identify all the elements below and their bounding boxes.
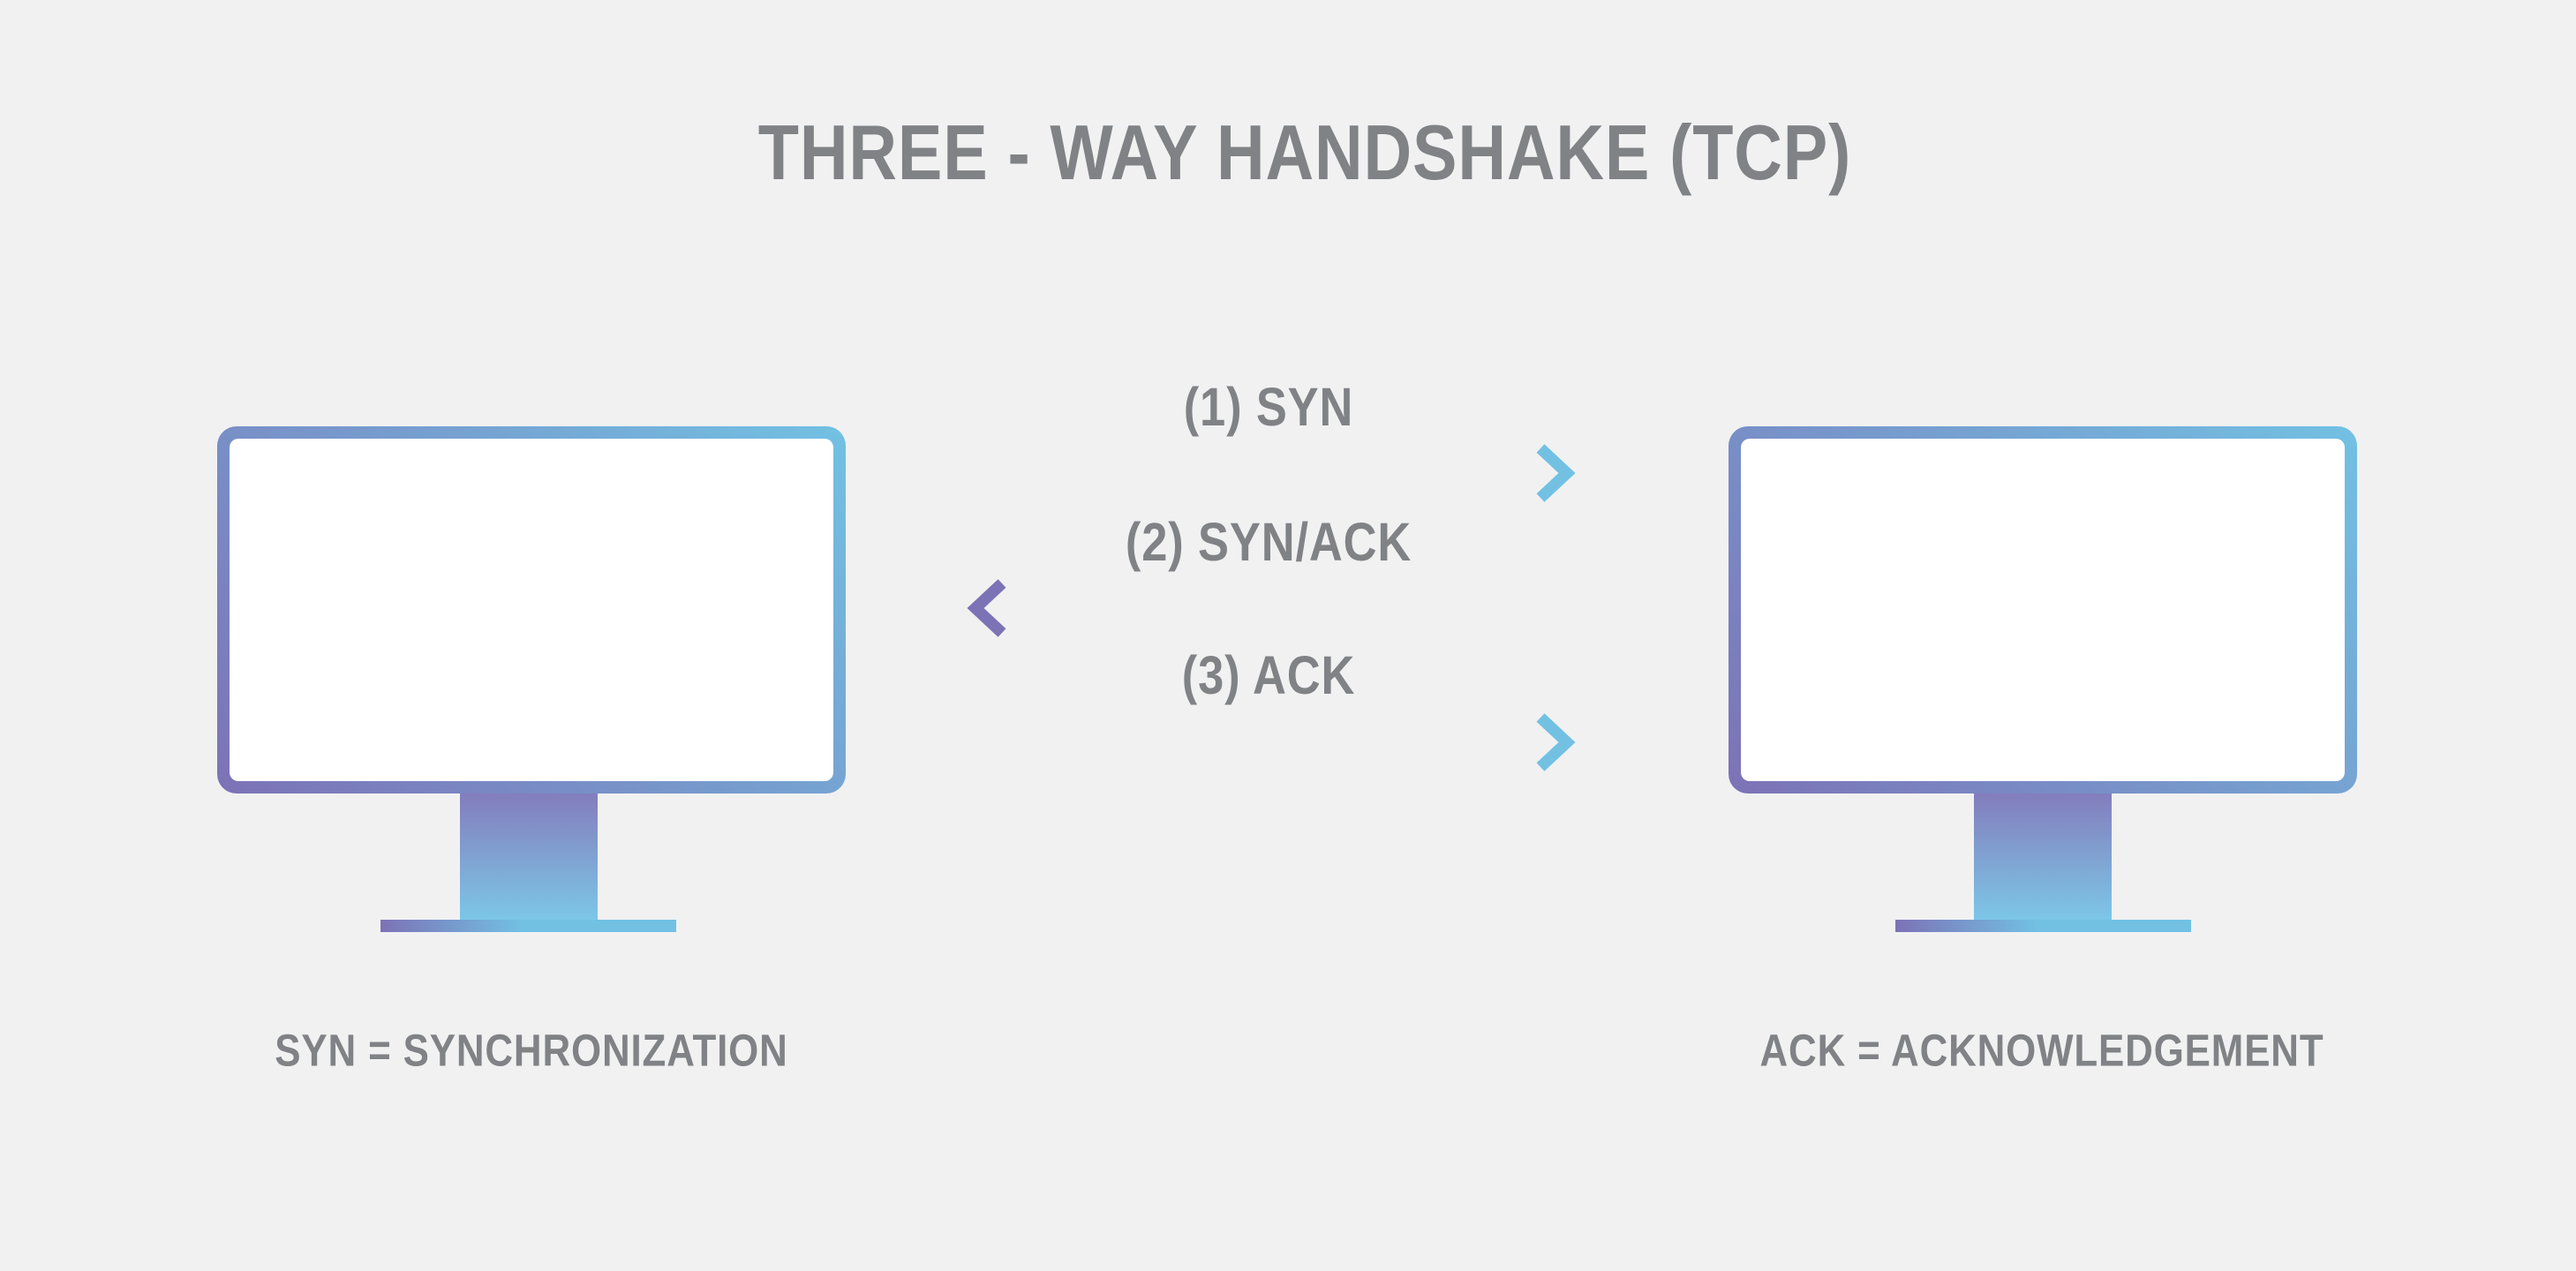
right-monitor-screen <box>1741 439 2345 781</box>
right-arrowhead-icon <box>1536 713 1576 771</box>
syn-legend-label: SYN = SYNCHRONIZATION <box>275 1025 788 1076</box>
left-monitor-base <box>380 920 676 932</box>
syn-ack-arrow <box>967 579 1584 637</box>
syn-arrow <box>959 444 1576 502</box>
right-monitor-base <box>1895 920 2191 932</box>
page-title: THREE - WAY HANDSHAKE (TCP) <box>757 109 1852 196</box>
left-monitor-screen <box>230 439 833 781</box>
left-monitor-stand <box>460 786 598 921</box>
right-arrowhead-icon <box>1536 444 1576 502</box>
ack-legend-label: ACK = ACKNOWLEDGEMENT <box>1759 1025 2324 1076</box>
ack-step-label: (3) ACK <box>1181 645 1356 705</box>
syn-step-label: (1) SYN <box>1183 377 1354 437</box>
syn-ack-step-label: (2) SYN/ACK <box>1125 512 1412 572</box>
right-monitor-stand <box>1974 786 2112 921</box>
ack-arrow <box>959 713 1576 771</box>
left-arrowhead-icon <box>967 579 1006 637</box>
left-monitor-frame <box>217 426 846 793</box>
right-monitor-frame <box>1729 426 2357 793</box>
